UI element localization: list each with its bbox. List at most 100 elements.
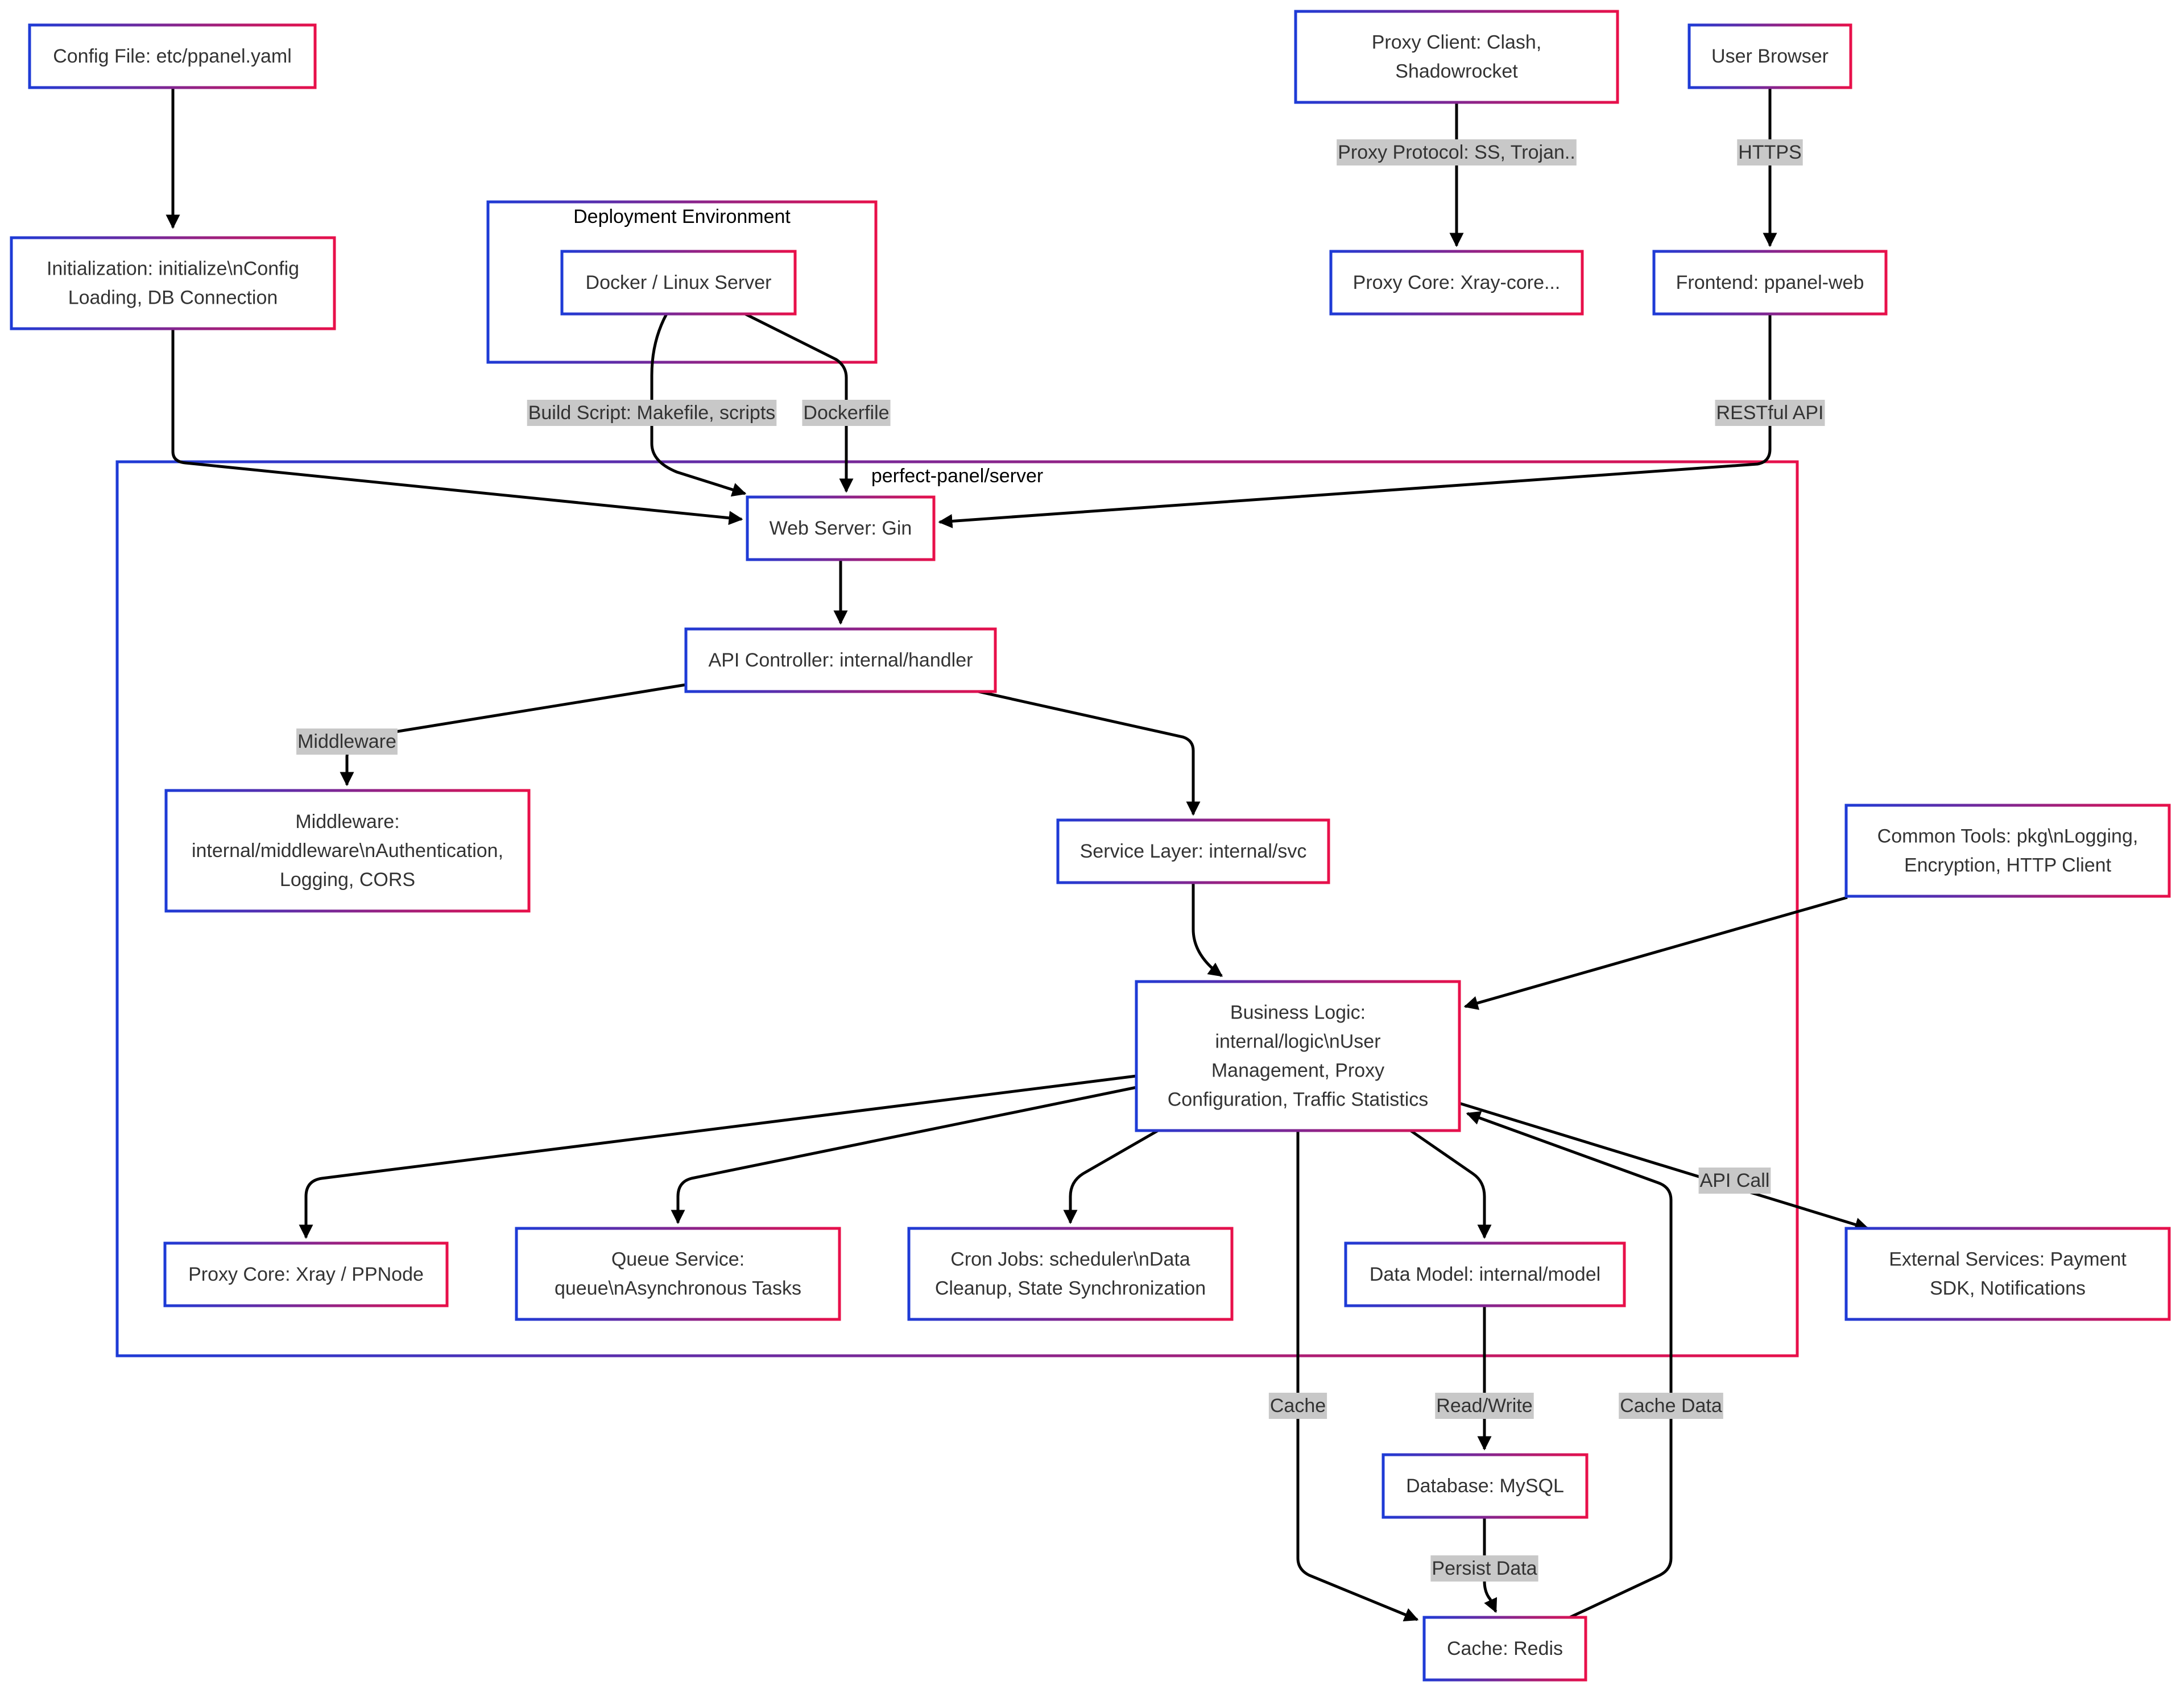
edge-label-persist-data-background — [1430, 1555, 1538, 1582]
edge-label-read-write-text: Read/Write — [1436, 1395, 1532, 1417]
config-file-node[interactable]: Config File: etc/ppanel.yaml — [28, 23, 317, 89]
config-file-node-box — [28, 23, 317, 89]
edge-api-to-service — [978, 690, 1201, 816]
database-mysql-node-label-line-1: Database: MySQL — [1406, 1475, 1564, 1497]
edge-label-api-call-text: API Call — [1700, 1170, 1770, 1191]
business-logic-node-label-line-3: Management, Proxy — [1211, 1060, 1384, 1082]
web-server-gin-node[interactable]: Web Server: Gin — [746, 495, 936, 561]
proxy-client-node-label-line-1: Proxy Client: Clash, — [1372, 32, 1542, 53]
edge-label-cache-data-background — [1619, 1393, 1723, 1419]
api-controller-node-box — [684, 627, 997, 693]
perfect-panel-server-group-title: perfect-panel/server — [871, 465, 1043, 487]
middleware-node-label-line-1: Middleware: — [295, 811, 399, 833]
edge-label-persist-data-text: Persist Data — [1432, 1558, 1537, 1579]
docker-linux-server-node-label-line-1: Docker / Linux Server — [586, 272, 772, 293]
initialization-node[interactable]: Initialization: initialize\nConfigLoadin… — [10, 236, 336, 330]
edge-label-build-script-text: Build Script: Makefile, scripts — [528, 402, 776, 424]
edge-api-to-middleware — [340, 683, 686, 787]
business-logic-node-label-line-1: Business Logic: — [1230, 1002, 1366, 1024]
common-tools-node-box — [1844, 804, 2171, 898]
edge-label-read-write-background — [1435, 1393, 1534, 1419]
edge-label-restful-api-background — [1715, 400, 1825, 426]
cron-jobs-node-label-line-1: Cron Jobs: scheduler\nData — [950, 1249, 1190, 1270]
user-browser-node[interactable]: User Browser — [1687, 23, 1852, 89]
edge-label-cache: Cache — [1268, 1393, 1327, 1419]
middleware-node-label-line-2: internal/middleware\nAuthentication, — [192, 840, 503, 862]
middleware-node-box — [164, 789, 531, 913]
web-server-gin-node-label-line-1: Web Server: Gin — [770, 518, 912, 539]
external-services-node-label-line-1: External Services: Payment — [1889, 1249, 2127, 1270]
edge-label-https-text: HTTPS — [1738, 142, 1801, 163]
web-server-gin-node-box — [746, 495, 936, 561]
user-browser-node-box — [1687, 23, 1852, 89]
queue-service-node-label-line-1: Queue Service: — [611, 1249, 744, 1270]
edge-common-to-business — [1463, 896, 1848, 1010]
frontend-ppanel-web-node-box — [1652, 250, 1888, 316]
edge-label-https: HTTPS — [1737, 139, 1803, 165]
middleware-node-label-line-3: Logging, CORS — [280, 869, 415, 891]
edge-label-cache-text: Cache — [1270, 1395, 1326, 1417]
edge-label-build-script-background — [527, 400, 777, 426]
database-mysql-node[interactable]: Database: MySQL — [1381, 1453, 1589, 1519]
proxy-client-node-label-line-2: Shadowrocket — [1395, 61, 1518, 82]
frontend-ppanel-web-node[interactable]: Frontend: ppanel-web — [1652, 250, 1888, 316]
queue-service-node-label-line-2: queue\nAsynchronous Tasks — [555, 1278, 801, 1299]
config-file-node-label-line-1: Config File: etc/ppanel.yaml — [53, 45, 292, 67]
service-layer-node-label-line-1: Service Layer: internal/svc — [1080, 841, 1307, 862]
deployment-environment-group-title: Deployment Environment — [573, 206, 791, 227]
service-layer-node-box — [1056, 818, 1330, 884]
api-controller-node-label-line-1: API Controller: internal/handler — [709, 649, 973, 671]
proxy-client-node-box — [1294, 10, 1619, 104]
edge-frontend-to-webserver — [938, 314, 1772, 528]
edge-business-to-external — [1459, 1102, 1869, 1232]
proxy-core-ppnode-node-box — [163, 1241, 449, 1307]
service-layer-node[interactable]: Service Layer: internal/svc — [1056, 818, 1330, 884]
edge-label-restful-api-text: RESTful API — [1716, 402, 1824, 424]
cache-redis-node[interactable]: Cache: Redis — [1422, 1616, 1587, 1682]
queue-service-node[interactable]: Queue Service: queue\nAsynchronous Tasks — [515, 1227, 841, 1321]
proxy-core-xray-core-node[interactable]: Proxy Core: Xray-core... — [1329, 250, 1584, 316]
data-model-node[interactable]: Data Model: internal/model — [1344, 1241, 1626, 1307]
edge-label-cache-data-text: Cache Data — [1620, 1395, 1722, 1417]
middleware-node[interactable]: Middleware: internal/middleware\nAuthenti… — [164, 789, 531, 913]
deployment-environment-group: Deployment Environment — [486, 200, 878, 364]
business-logic-node-label-line-2: internal/logic\nUser — [1215, 1031, 1380, 1053]
edge-label-dockerfile: Dockerfile — [802, 400, 891, 426]
edge-label-cache-data: Cache Data — [1619, 1393, 1723, 1419]
edge-business-to-ppnode — [299, 1074, 1137, 1239]
edge-docker-to-webserver-dockerfile — [744, 312, 854, 493]
user-browser-node-label-line-1: User Browser — [1711, 45, 1829, 67]
common-tools-node-label-line-2: Encryption, HTTP Client — [1904, 855, 2112, 876]
edge-label-middleware-background — [296, 728, 398, 755]
proxy-core-ppnode-node[interactable]: Proxy Core: Xray / PPNode — [163, 1241, 449, 1307]
database-mysql-node-box — [1381, 1453, 1589, 1519]
edge-business-to-cron — [1063, 1129, 1159, 1224]
proxy-core-xray-core-node-label-line-1: Proxy Core: Xray-core... — [1353, 272, 1561, 293]
edge-label-cache-background — [1268, 1393, 1327, 1419]
cache-redis-node-box — [1422, 1616, 1587, 1682]
initialization-node-box — [10, 236, 336, 330]
edge-label-read-write: Read/Write — [1435, 1393, 1534, 1419]
edge-business-to-queue — [671, 1086, 1137, 1224]
edge-init-to-webserver — [171, 329, 743, 525]
data-model-node-label-line-1: Data Model: internal/model — [1370, 1264, 1600, 1285]
common-tools-node-label-line-1: Common Tools: pkg\nLogging, — [1877, 826, 2138, 847]
api-controller-node[interactable]: API Controller: internal/handler — [684, 627, 997, 693]
external-services-node-label-line-2: SDK, Notifications — [1930, 1278, 2086, 1299]
edge-business-to-cache — [1296, 1131, 1419, 1622]
proxy-client-node[interactable]: Proxy Client: Clash, Shadowrocket — [1294, 10, 1619, 104]
edge-label-middleware-text: Middleware — [297, 731, 396, 752]
business-logic-node[interactable]: Business Logic: internal/logic\nUserManag… — [1135, 980, 1461, 1132]
cron-jobs-node-label-line-2: Cleanup, State Synchronization — [935, 1278, 1206, 1299]
common-tools-node[interactable]: Common Tools: pkg\nLogging, Encryption, H… — [1844, 804, 2171, 898]
business-logic-node-box — [1135, 980, 1461, 1132]
queue-service-node-box — [515, 1227, 841, 1321]
edge-label-persist-data: Persist Data — [1430, 1555, 1538, 1582]
deployment-environment-group-border — [486, 200, 878, 364]
docker-linux-server-node[interactable]: Docker / Linux Server — [560, 250, 797, 316]
cache-redis-node-label-line-1: Cache: Redis — [1447, 1638, 1563, 1659]
perfect-panel-server-group-border — [115, 460, 1799, 1357]
initialization-node-label-line-2: Loading, DB Connection — [68, 287, 278, 309]
